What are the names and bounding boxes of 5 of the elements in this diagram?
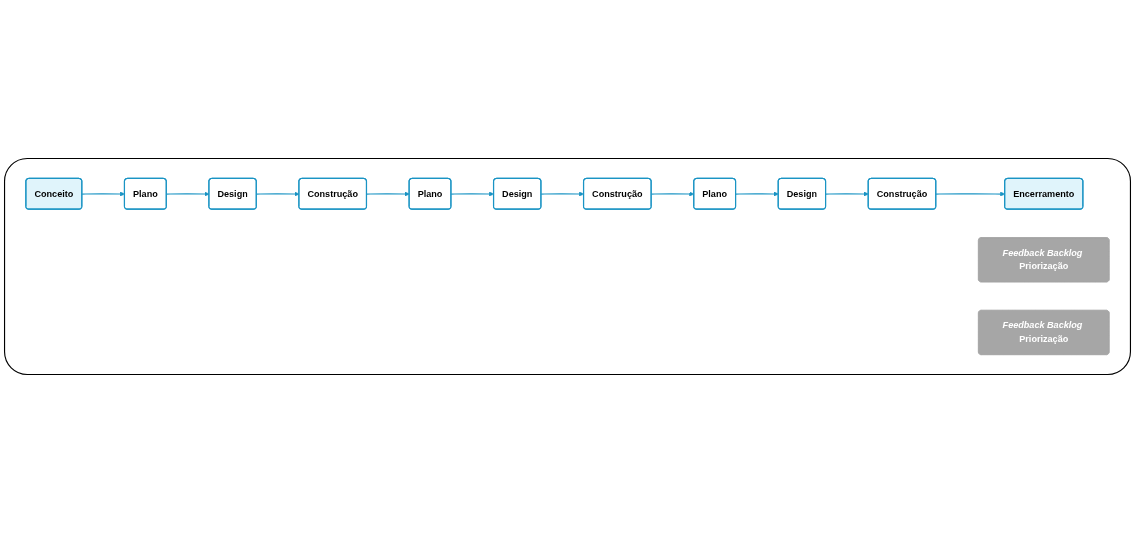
arrow bbox=[81, 191, 125, 197]
arrow bbox=[366, 191, 410, 197]
arrow bbox=[825, 191, 869, 197]
arrow bbox=[735, 191, 779, 197]
cluster bbox=[4, 158, 1131, 376]
